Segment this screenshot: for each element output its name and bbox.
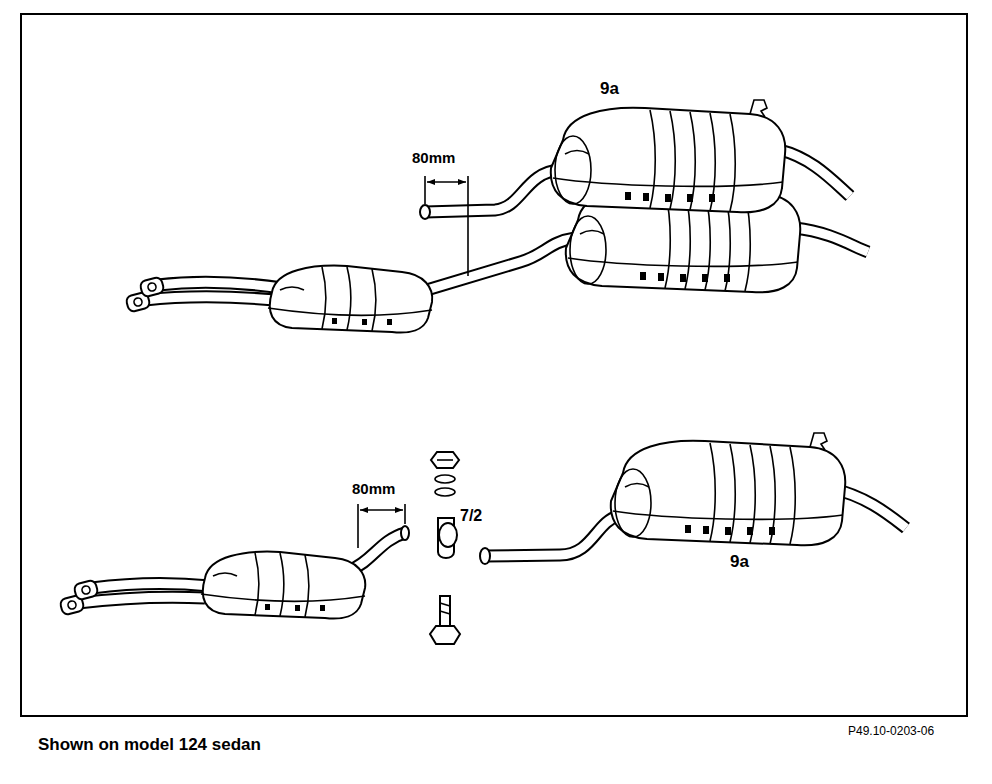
part-number: 9a	[598, 80, 621, 99]
figure-code: P49.10-0203-06	[846, 725, 936, 738]
dimension: 80mm	[410, 150, 457, 167]
caption: Shown on model 124 sedan	[36, 736, 263, 755]
part-number: 9a	[728, 553, 751, 572]
dimension: 80mm	[350, 481, 397, 498]
part-number: 7/2	[458, 507, 484, 525]
